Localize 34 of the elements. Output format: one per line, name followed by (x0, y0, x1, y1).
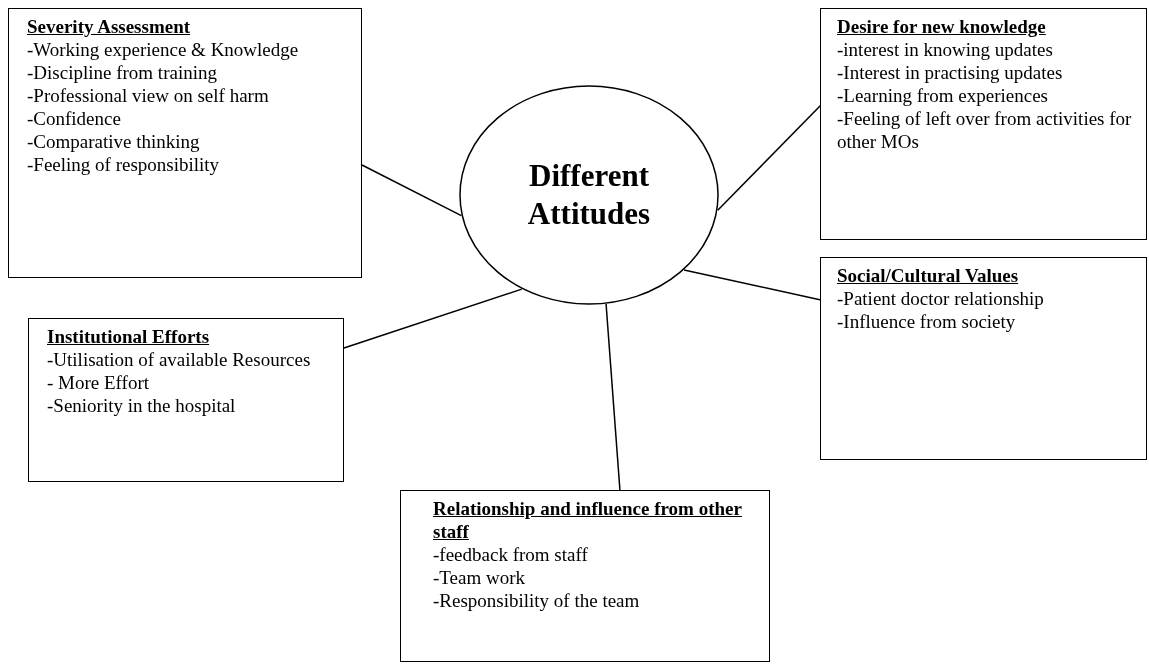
list-item: - More Effort (47, 371, 150, 394)
list-item: -Feeling of responsibility (27, 153, 221, 176)
list-item: -Seniority in the hospital (47, 394, 237, 417)
list-item: -Interest in practising updates (837, 61, 1064, 84)
text-box (28, 318, 344, 482)
list-item: -Professional view on self harm (27, 84, 270, 107)
text-box (820, 257, 1147, 460)
list-item: -Feeling of left over from activities for other MOs (837, 107, 1133, 153)
text-box (400, 490, 770, 662)
list-item: -Comparative thinking (27, 130, 201, 153)
text-box (820, 8, 1147, 240)
connector-line (683, 269, 822, 301)
box-heading: Severity Assessment (27, 15, 192, 38)
list-item: -Responsibility of the team (433, 589, 641, 612)
list-item: -Patient doctor relationship (837, 287, 1045, 310)
center-title: Different Attitudes (526, 157, 652, 233)
connector-line (605, 303, 621, 492)
list-item: -feedback from staff (433, 543, 589, 566)
list-item: -Learning from experiences (837, 84, 1049, 107)
list-item: -Confidence (27, 107, 122, 130)
connector-line (717, 104, 822, 212)
box-heading: Institutional Efforts (47, 325, 211, 348)
text-box (8, 8, 362, 278)
list-item: -Working experience & Knowledge (27, 38, 300, 61)
box-heading: Desire for new knowledge (837, 15, 1047, 38)
list-item: -Utilisation of available Resources (47, 348, 312, 371)
box-heading: Social/Cultural Values (837, 264, 1020, 287)
list-item: -Influence from society (837, 310, 1017, 333)
box-heading: Relationship and influence from other staff (433, 497, 743, 543)
list-item: -Team work (433, 566, 527, 589)
list-item: -interest in knowing updates (837, 38, 1054, 61)
connector-line (343, 288, 523, 349)
connector-line (361, 164, 463, 217)
list-item: -Discipline from training (27, 61, 218, 84)
